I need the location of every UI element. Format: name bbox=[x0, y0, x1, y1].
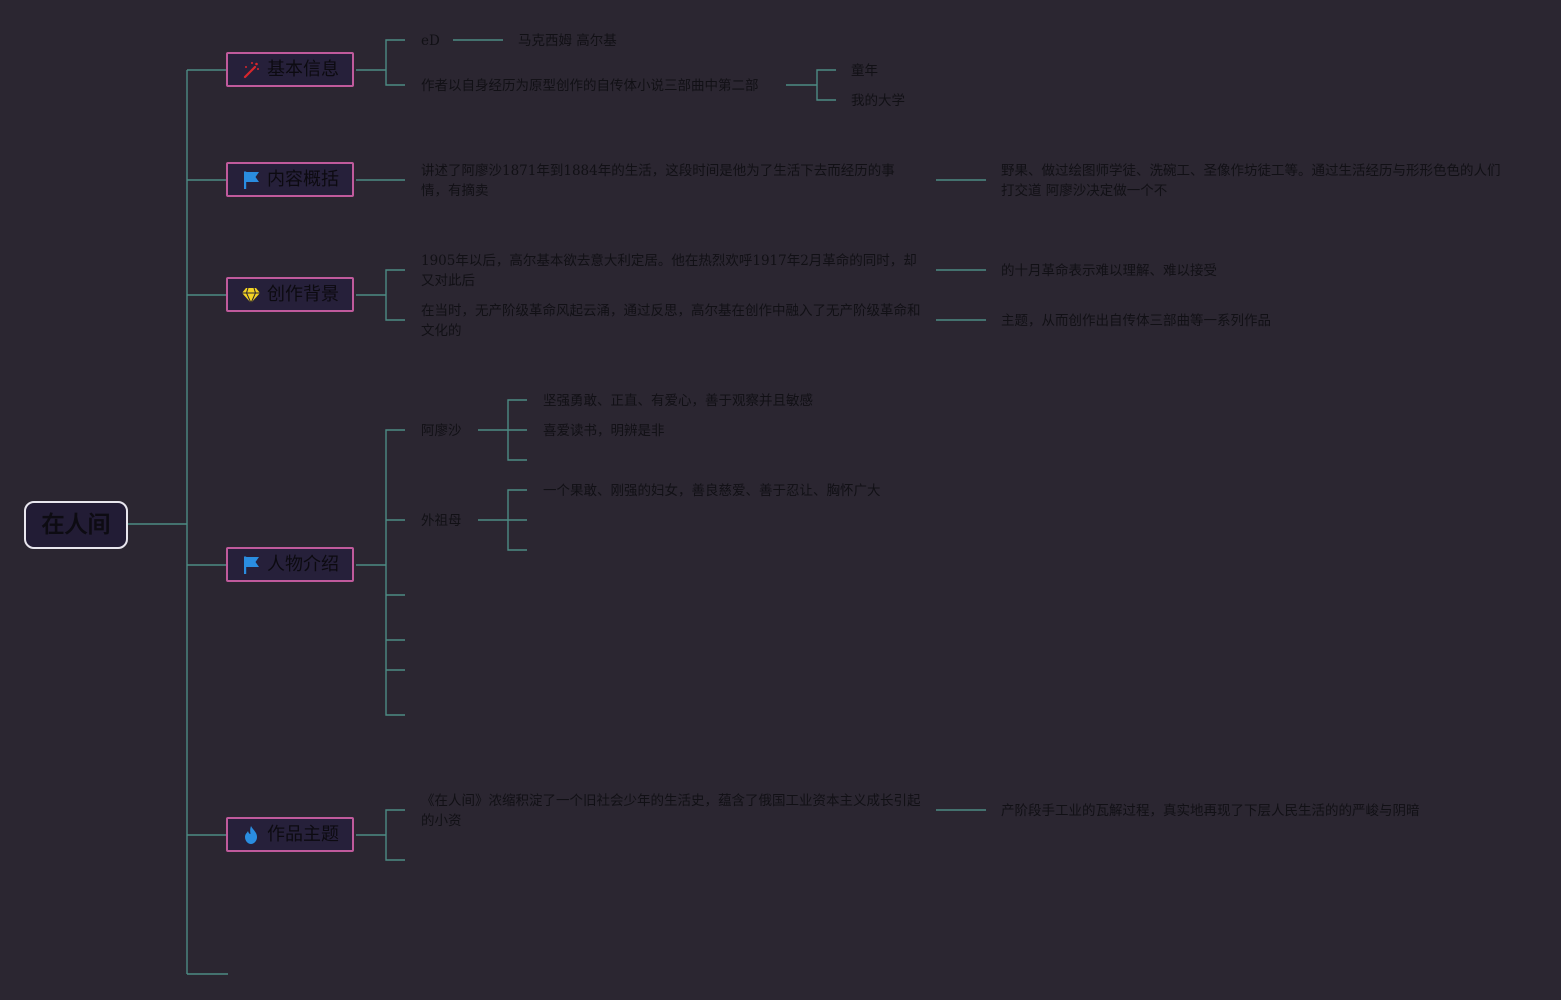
branch-theme[interactable]: 作品主题 bbox=[226, 817, 354, 852]
link bbox=[385, 809, 405, 861]
node-trilogy-part3[interactable]: 我的大学 bbox=[851, 93, 905, 109]
flag-icon bbox=[241, 555, 261, 575]
link bbox=[385, 429, 405, 716]
node-char-1-trait-2[interactable]: 喜爱读书，明辨是非 bbox=[543, 423, 665, 439]
node-trilogy-part1[interactable]: 童年 bbox=[851, 63, 878, 79]
node-theme-1a[interactable]: 《在人间》浓缩积淀了一个旧社会少年的生活史，蕴含了俄国工业资本主义成长引起的小资 bbox=[421, 793, 921, 829]
branch-label: 创作背景 bbox=[267, 284, 339, 305]
flag-icon bbox=[241, 170, 261, 190]
node-char-1[interactable]: 阿廖沙 bbox=[421, 423, 462, 439]
node-trilogy[interactable]: 作者以自身经历为原型创作的自传体小说三部曲中第二部 bbox=[421, 78, 759, 94]
branch-characters[interactable]: 人物介绍 bbox=[226, 547, 354, 582]
wand-sparkle-icon bbox=[241, 60, 261, 80]
branch-summary[interactable]: 内容概括 bbox=[226, 162, 354, 197]
node-char-1-trait-1[interactable]: 坚强勇敢、正直、有爱心，善于观察并且敏感 bbox=[543, 393, 813, 409]
flame-icon bbox=[241, 825, 261, 845]
link bbox=[385, 269, 405, 321]
branch-label: 内容概括 bbox=[267, 169, 339, 190]
root-node[interactable]: 在人间 bbox=[24, 501, 128, 549]
branch-background[interactable]: 创作背景 bbox=[226, 277, 354, 312]
link bbox=[385, 39, 405, 86]
diamond-icon bbox=[241, 285, 261, 305]
node-bg-2a[interactable]: 在当时，无产阶级革命风起云涌，通过反思，高尔基在创作中融入了无产阶级革命和文化的 bbox=[421, 303, 921, 339]
node-bg-1a[interactable]: 1905年以后，高尔基本欲去意大利定居。他在热烈欢呼1917年2月革命的同时，却… bbox=[421, 253, 917, 289]
branch-label: 人物介绍 bbox=[267, 554, 339, 575]
node-theme-1b[interactable]: 产阶段手工业的瓦解过程，真实地再现了下层人民生活的的严峻与阴暗 bbox=[1001, 803, 1420, 819]
node-author-key[interactable]: eD bbox=[421, 33, 440, 49]
branch-basic-info[interactable]: 基本信息 bbox=[226, 52, 354, 87]
node-author-name[interactable]: 马克西姆 高尔基 bbox=[518, 33, 617, 49]
branch-label: 作品主题 bbox=[267, 824, 339, 845]
link bbox=[816, 69, 836, 101]
node-bg-2b[interactable]: 主题，从而创作出自传体三部曲等一系列作品 bbox=[1001, 313, 1271, 329]
branch-label: 基本信息 bbox=[267, 59, 339, 80]
node-summary-2[interactable]: 野果、做过绘图师学徒、洗碗工、圣像作坊徒工等。通过生活经历与形形色色的人们打交道… bbox=[1001, 163, 1501, 199]
node-char-2[interactable]: 外祖母 bbox=[421, 513, 462, 529]
node-bg-1b[interactable]: 的十月革命表示难以理解、难以接受 bbox=[1001, 263, 1217, 279]
node-char-2-trait-1[interactable]: 一个果敢、刚强的妇女，善良慈爱、善于忍让、胸怀广大 bbox=[543, 483, 881, 499]
node-summary-1[interactable]: 讲述了阿廖沙1871年到1884年的生活，这段时间是他为了生活下去而经历的事情，… bbox=[421, 163, 895, 199]
